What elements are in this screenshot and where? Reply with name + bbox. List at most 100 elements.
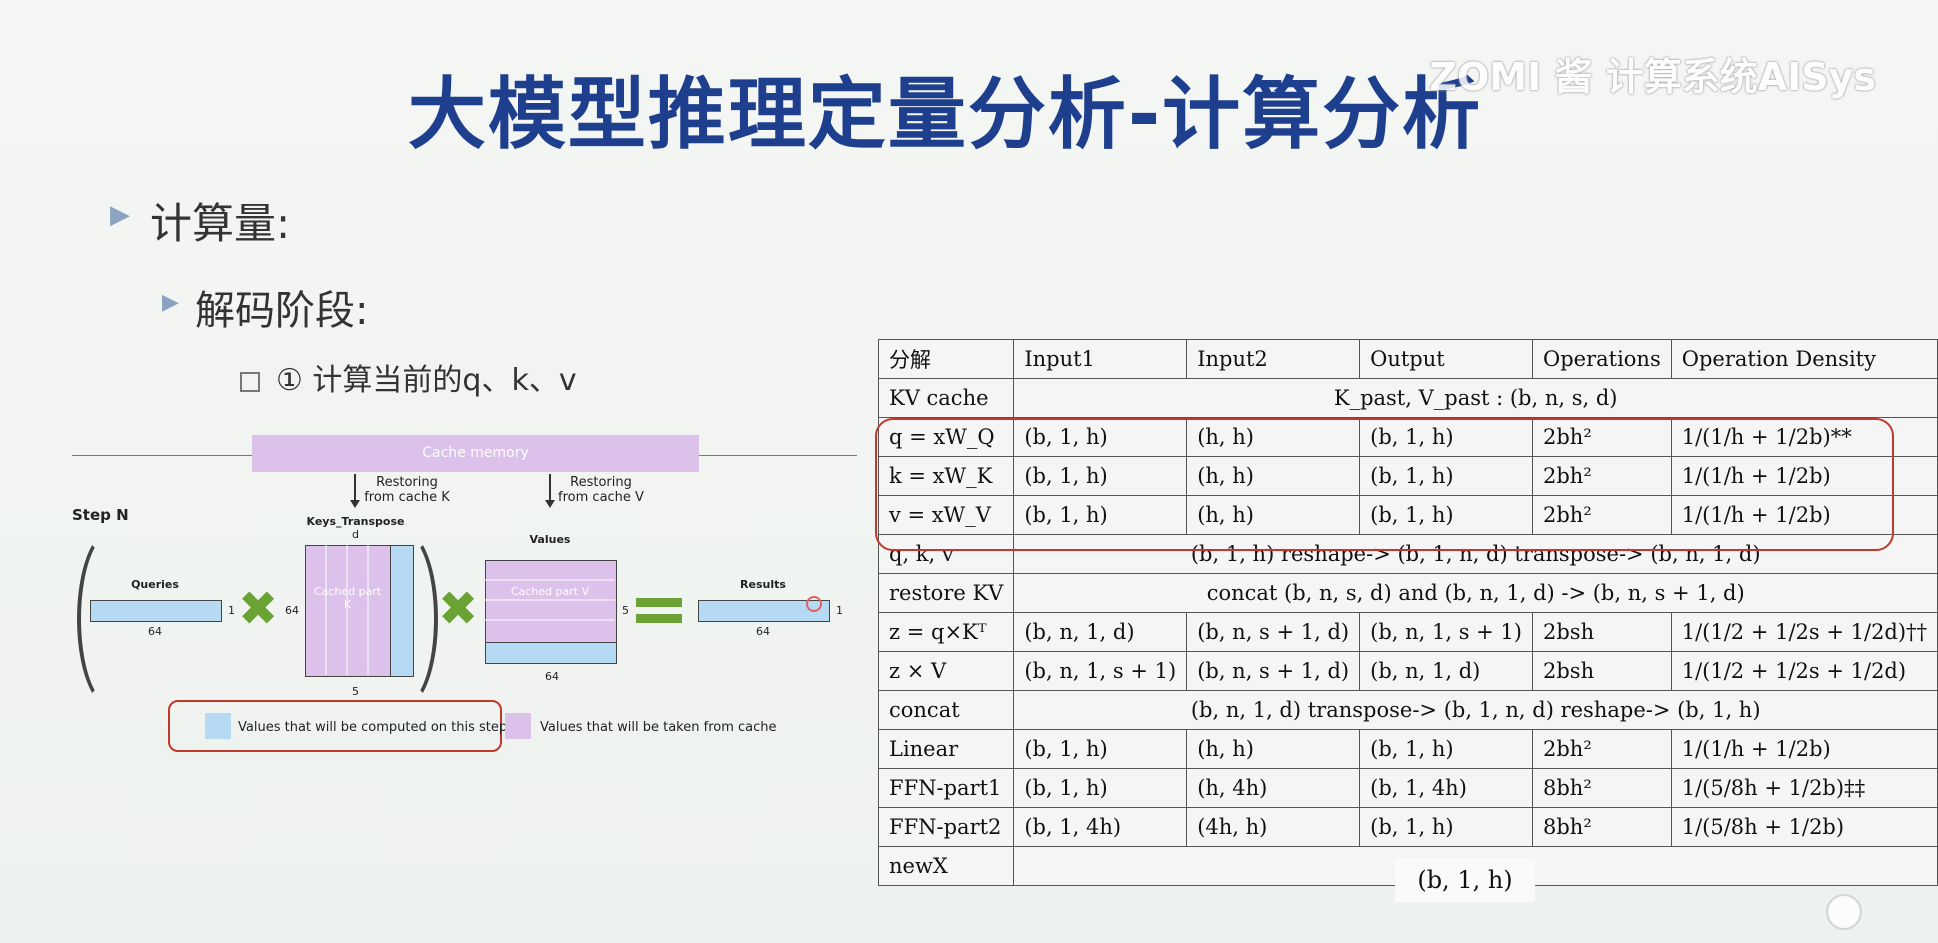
values-grid <box>485 579 615 621</box>
table-cell: 2bsh <box>1531 651 1672 691</box>
keys-dim-left: 64 <box>285 604 299 617</box>
table-cell: v = xW_V <box>877 495 1015 535</box>
table-cell: (b, 1, 4h) <box>1013 807 1188 847</box>
table-cell: (b, 1, h) <box>1013 456 1188 496</box>
bullet-triangle-icon: ▶ <box>162 290 179 315</box>
restore-k-label: Restoring from cache K <box>364 475 450 505</box>
queries-title: Queries <box>131 578 179 591</box>
queries-matrix <box>90 600 222 622</box>
slide-title: 大模型推理定量分析-计算分析 <box>407 70 1483 160</box>
table-row: k = xW_K (b, 1, h) (h, h) (b, 1, h) 2bh²… <box>877 456 1938 496</box>
bullet-level1: 计算量: <box>150 199 291 248</box>
table-cell: (h, h) <box>1186 729 1361 769</box>
row-span-value: K_past, V_past : (b, n, s, d) <box>1013 378 1938 418</box>
table-cell: 1/(1/h + 1/2b) <box>1670 729 1938 769</box>
header-cell: Output <box>1359 339 1533 379</box>
table-cell: (b, n, 1, s + 1) <box>1013 651 1188 691</box>
table-cell: (b, 1, h) <box>1359 456 1533 496</box>
table-cell: (b, n, s + 1, d) <box>1186 612 1361 652</box>
right-paren <box>370 530 438 708</box>
table-cell: (h, h) <box>1186 495 1361 535</box>
header-cell: Operation Density <box>1670 339 1938 379</box>
table-row: z × V (b, n, 1, s + 1) (b, n, s + 1, d) … <box>877 651 1938 691</box>
table-cell: 1/(1/2 + 1/2s + 1/2d)†† <box>1670 612 1938 652</box>
table-cell: (b, 1, h) <box>1013 495 1188 535</box>
legend-computed-label: Values that will be computed on this ste… <box>238 720 508 735</box>
table-cell: (b, 1, h) <box>1359 417 1533 457</box>
table-row: q, k, v (b, 1, h) reshape-> (b, 1, n, d)… <box>877 534 1938 574</box>
row-span-value: (b, n, 1, d) transpose-> (b, 1, n, d) re… <box>1013 690 1938 730</box>
table-cell: (b, n, s + 1, d) <box>1186 651 1361 691</box>
row-span-value: (b, 1, h) reshape-> (b, 1, n, d) transpo… <box>1013 534 1938 574</box>
table-cell: z = q×Kᵀ <box>877 612 1015 652</box>
table-cell: 8bh² <box>1531 768 1672 808</box>
header-cell: Input2 <box>1186 339 1361 379</box>
row-label: restore KV <box>877 573 1015 613</box>
table-cell: 1/(5/8h + 1/2b)‡‡ <box>1670 768 1938 808</box>
cursor-marker-icon <box>806 596 822 612</box>
table-cell: FFN-part2 <box>877 807 1015 847</box>
analysis-table: 分解 Input1 Input2 Output Operations Opera… <box>877 339 1938 886</box>
values-cached-label: Cached part V <box>510 585 590 598</box>
left-paren <box>77 530 145 708</box>
queries-dim-h: 1 <box>228 604 235 617</box>
results-dim-w: 64 <box>756 625 770 638</box>
table-cell: 1/(5/8h + 1/2b) <box>1670 807 1938 847</box>
pip-button[interactable] <box>1826 894 1862 930</box>
keys-title: Keys_Transpose <box>306 515 405 528</box>
bullet-level2: 解码阶段: <box>195 288 369 334</box>
table-cell: k = xW_K <box>877 456 1015 496</box>
table-cell: (4h, h) <box>1186 807 1361 847</box>
bullet-level3-text: ① 计算当前的q、k、v <box>276 363 577 398</box>
row-label: KV cache <box>877 378 1015 418</box>
table-cell: (b, 1, 4h) <box>1359 768 1533 808</box>
row-label: concat <box>877 690 1015 730</box>
row-label: q, k, v <box>877 534 1015 574</box>
table-cell: (b, n, 1, d) <box>1013 612 1188 652</box>
table-row: FFN-part2 (b, 1, 4h) (4h, h) (b, 1, h) 8… <box>877 807 1938 847</box>
table-row: z = q×Kᵀ (b, n, 1, d) (b, n, s + 1, d) (… <box>877 612 1938 652</box>
multiply-icon: ✖ <box>238 581 279 637</box>
bullet-level3: ① 计算当前的q、k、v <box>240 355 577 399</box>
legend-highlight <box>168 700 502 752</box>
queries-dim-w: 64 <box>148 625 162 638</box>
restore-v-label: Restoring from cache V <box>558 475 644 505</box>
keys-d-label: d <box>352 528 359 541</box>
table-cell: 2bh² <box>1531 417 1672 457</box>
table-cell: (b, 1, h) <box>1013 729 1188 769</box>
table-cell: Linear <box>877 729 1015 769</box>
header-cell: 分解 <box>877 339 1015 379</box>
step-label: Step N <box>72 506 129 524</box>
table-row: FFN-part1 (b, 1, h) (h, 4h) (b, 1, 4h) 8… <box>877 768 1938 808</box>
square-bullet-icon <box>240 371 260 392</box>
legend-cache-label: Values that will be taken from cache <box>540 720 777 735</box>
row-span-value: concat (b, n, s, d) and (b, n, 1, d) -> … <box>1013 573 1938 613</box>
values-title: Values <box>529 533 571 546</box>
header-cell: Operations <box>1531 339 1672 379</box>
values-dim-right: 5 <box>622 604 629 617</box>
row-label: newX <box>877 846 1015 886</box>
table-row: KV cache K_past, V_past : (b, n, s, d) <box>877 378 1938 418</box>
table-cell: (b, 1, h) <box>1013 768 1188 808</box>
values-dim-bottom: 64 <box>545 670 559 683</box>
equals-top <box>636 598 682 607</box>
legend-computed-swatch <box>205 713 231 739</box>
multiply-icon: ✖ <box>438 581 479 637</box>
table-row: concat (b, n, 1, d) transpose-> (b, 1, n… <box>877 690 1938 730</box>
table-cell: (b, n, 1, s + 1) <box>1359 612 1533 652</box>
table-cell: (b, 1, h) <box>1359 495 1533 535</box>
values-new-row <box>485 642 617 664</box>
table-cell: q = xW_Q <box>877 417 1015 457</box>
table-row: v = xW_V (b, 1, h) (h, h) (b, 1, h) 2bh²… <box>877 495 1938 535</box>
keys-grid <box>325 545 369 675</box>
table-cell: (h, h) <box>1186 456 1361 496</box>
table-cell: (b, n, 1, d) <box>1359 651 1533 691</box>
newx-value: (b, 1, h) <box>1395 858 1535 902</box>
table-cell: 2bh² <box>1531 456 1672 496</box>
diagram-arrows <box>350 474 555 508</box>
table-cell: (h, 4h) <box>1186 768 1361 808</box>
table-cell: (b, 1, h) <box>1359 807 1533 847</box>
legend-cache-swatch <box>505 713 531 739</box>
cache-memory-bar: Cache memory <box>252 435 699 472</box>
table-header-row: 分解 Input1 Input2 Output Operations Opera… <box>877 339 1938 379</box>
